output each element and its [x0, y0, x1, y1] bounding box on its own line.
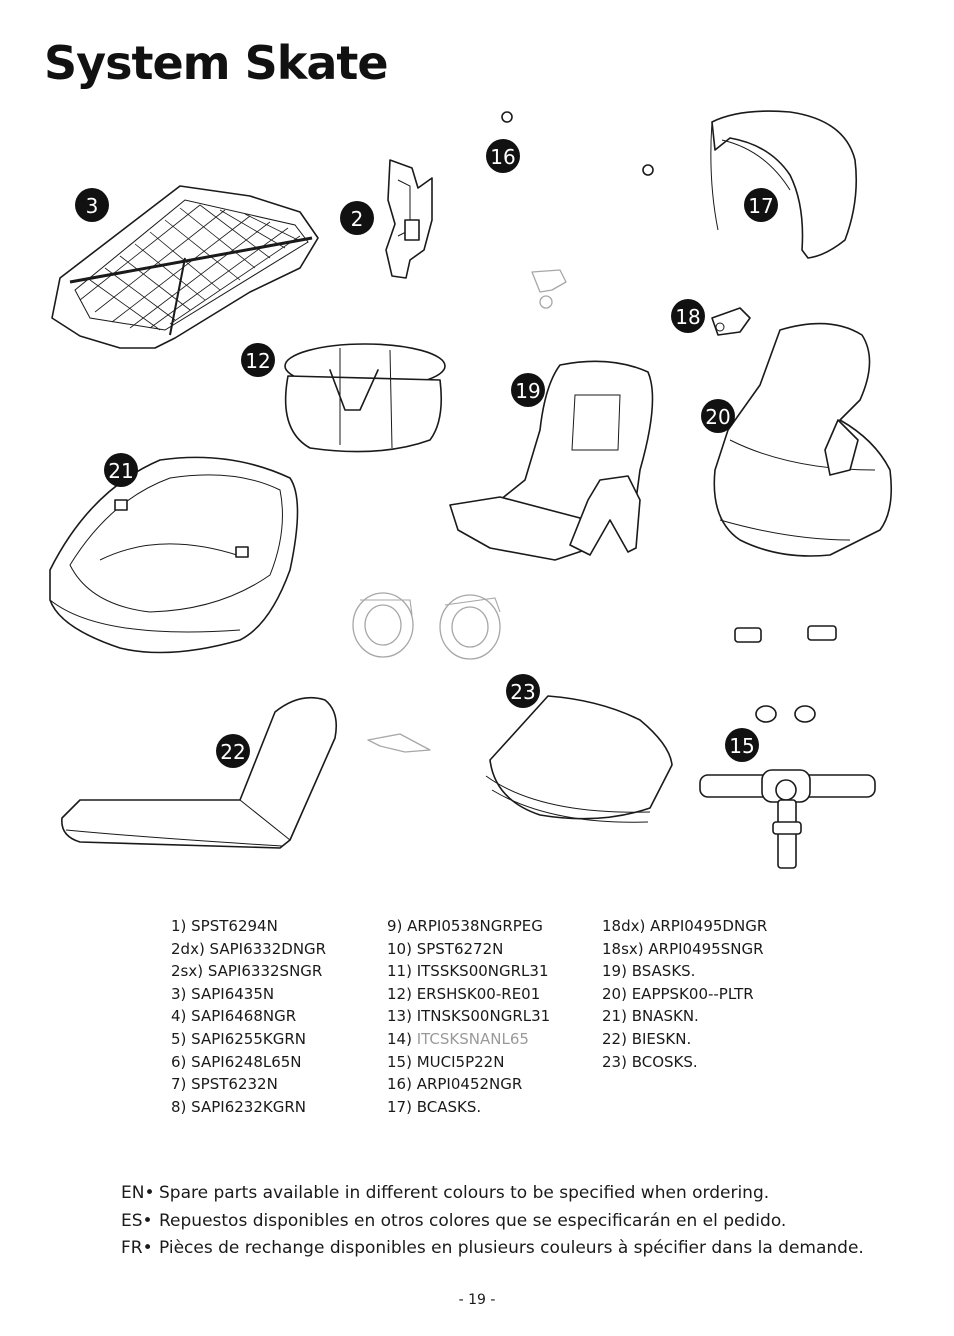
part-2-bracket: [385, 159, 433, 279]
note-lang-code: EN: [121, 1183, 145, 1203]
part-16-arc-bar: [501, 111, 654, 176]
parts-list-item: 16) ARPI0452NGR: [387, 1075, 523, 1094]
callout-2: 2: [340, 201, 374, 235]
parts-list-item: 18sx) ARPI0495SNGR: [602, 939, 764, 958]
part-15-harness: [699, 625, 876, 869]
parts-list-item-14-code: ITCSKSNANL65: [416, 1029, 529, 1048]
parts-list-item: 13) ITNSKS00NGRL31: [387, 1007, 551, 1026]
svg-text:23: 23: [510, 680, 535, 704]
part-3-mesh-base: [51, 185, 319, 349]
part-18-clip: [711, 307, 751, 336]
callout-23: 23: [506, 674, 540, 708]
parts-list-item: 6) SAPI6248L65N: [171, 1052, 302, 1071]
parts-list-item: 23) BCOSKS.: [602, 1052, 698, 1071]
parts-list-item: 8) SAPI6232KGRN: [171, 1097, 306, 1116]
language-notes: EN• Spare parts available in different c…: [121, 1180, 864, 1263]
parts-list-item: 17) BCASKS.: [387, 1097, 482, 1116]
svg-text:3: 3: [86, 194, 99, 218]
note-bullet: •: [142, 1238, 153, 1258]
parts-list-item: 22) BIESKN.: [602, 1029, 692, 1048]
svg-text:21: 21: [108, 459, 133, 483]
parts-list-item-14-number: 14): [387, 1029, 417, 1048]
callout-19: 19: [511, 373, 545, 407]
callout-15: 15: [725, 728, 759, 762]
callout-12: 12: [241, 343, 275, 377]
part-grey-adapters: [352, 592, 501, 660]
note-bullet: •: [144, 1183, 155, 1203]
parts-list-column-2: 9) ARPI0538NGRPEG 10) SPST6272N 11) ITSS…: [387, 915, 550, 1118]
part-12-bag: [284, 343, 446, 453]
parts-list-item-14: 14) ITCSKSNANL65: [387, 1028, 550, 1051]
part-19-seat-cover: [449, 360, 654, 561]
part-grey-small-clip: [367, 733, 431, 753]
note-text: Pièces de rechange disponibles en plusie…: [159, 1238, 864, 1258]
parts-list-item: 4) SAPI6468NGR: [171, 1007, 297, 1026]
svg-text:12: 12: [245, 349, 270, 373]
parts-list-item: 18dx) ARPI0495DNGR: [602, 917, 768, 935]
parts-list-item: 21) BNASKN.: [602, 1007, 699, 1026]
parts-list-item: 15) MUCI5P22N: [387, 1052, 505, 1071]
note-es: ES• Repuestos disponibles en otros color…: [121, 1208, 864, 1236]
note-lang-code: FR: [121, 1238, 143, 1258]
svg-text:18: 18: [675, 305, 700, 329]
part-23-cover: [485, 695, 673, 823]
svg-text:20: 20: [705, 405, 730, 429]
exploded-parts-diagram: 3 2 16 17 18 12 19 20 21 23 22 15: [49, 110, 893, 869]
note-text: Spare parts available in different colou…: [159, 1183, 770, 1203]
svg-text:15: 15: [729, 734, 754, 758]
note-lang-code: ES: [121, 1210, 143, 1231]
svg-text:16: 16: [490, 145, 515, 169]
parts-list-item: 20) EAPPSK00--PLTR: [602, 984, 754, 1003]
callout-16: 16: [486, 139, 520, 173]
note-bullet: •: [142, 1210, 153, 1231]
callout-22: 22: [216, 734, 250, 768]
callout-3: 3: [75, 188, 109, 222]
part-21-basket: [49, 456, 299, 654]
part-22-seat-pad: [61, 696, 338, 849]
parts-list-item: 1) SPST6294N: [171, 917, 278, 935]
parts-list-item: 2sx) SAPI6332SNGR: [171, 962, 323, 981]
parts-list-item: 11) ITSSKS00NGRL31: [387, 962, 549, 981]
callout-17: 17: [744, 188, 778, 222]
note-fr: FR• Pièces de rechange disponibles en pl…: [121, 1235, 864, 1263]
parts-list-column-1: 1) SPST6294N 2dx) SAPI6332DNGR 2sx) SAPI…: [171, 915, 326, 1118]
parts-list-item: 10) SPST6272N: [387, 939, 504, 958]
note-en: EN• Spare parts available in different c…: [121, 1180, 864, 1208]
callout-21: 21: [104, 453, 138, 487]
parts-list-item: 9) ARPI0538NGRPEG: [387, 917, 543, 935]
part-20-apron: [713, 322, 893, 557]
parts-list-item: 19) BSASKS.: [602, 962, 696, 981]
page-number: - 19 -: [458, 1292, 496, 1308]
note-text: Repuestos disponibles en otros colores q…: [159, 1210, 787, 1231]
page-title: System Skate: [44, 36, 389, 90]
part-17-hood: [710, 110, 858, 259]
parts-list-item: 12) ERSHSK00-RE01: [387, 984, 541, 1003]
svg-text:22: 22: [220, 740, 245, 764]
svg-text:17: 17: [748, 194, 773, 218]
svg-text:2: 2: [351, 207, 364, 231]
parts-list-column-3: 18dx) ARPI0495DNGR 18sx) ARPI0495SNGR 19…: [602, 915, 767, 1073]
parts-list-item: 3) SAPI6435N: [171, 984, 275, 1003]
svg-text:19: 19: [515, 379, 540, 403]
parts-list-item: 7) SPST6232N: [171, 1075, 278, 1094]
part-grey-clip: [531, 269, 567, 309]
callout-20: 20: [701, 399, 735, 433]
parts-list-item: 2dx) SAPI6332DNGR: [171, 939, 327, 958]
callout-18: 18: [671, 299, 705, 333]
parts-list-item: 5) SAPI6255KGRN: [171, 1029, 306, 1048]
